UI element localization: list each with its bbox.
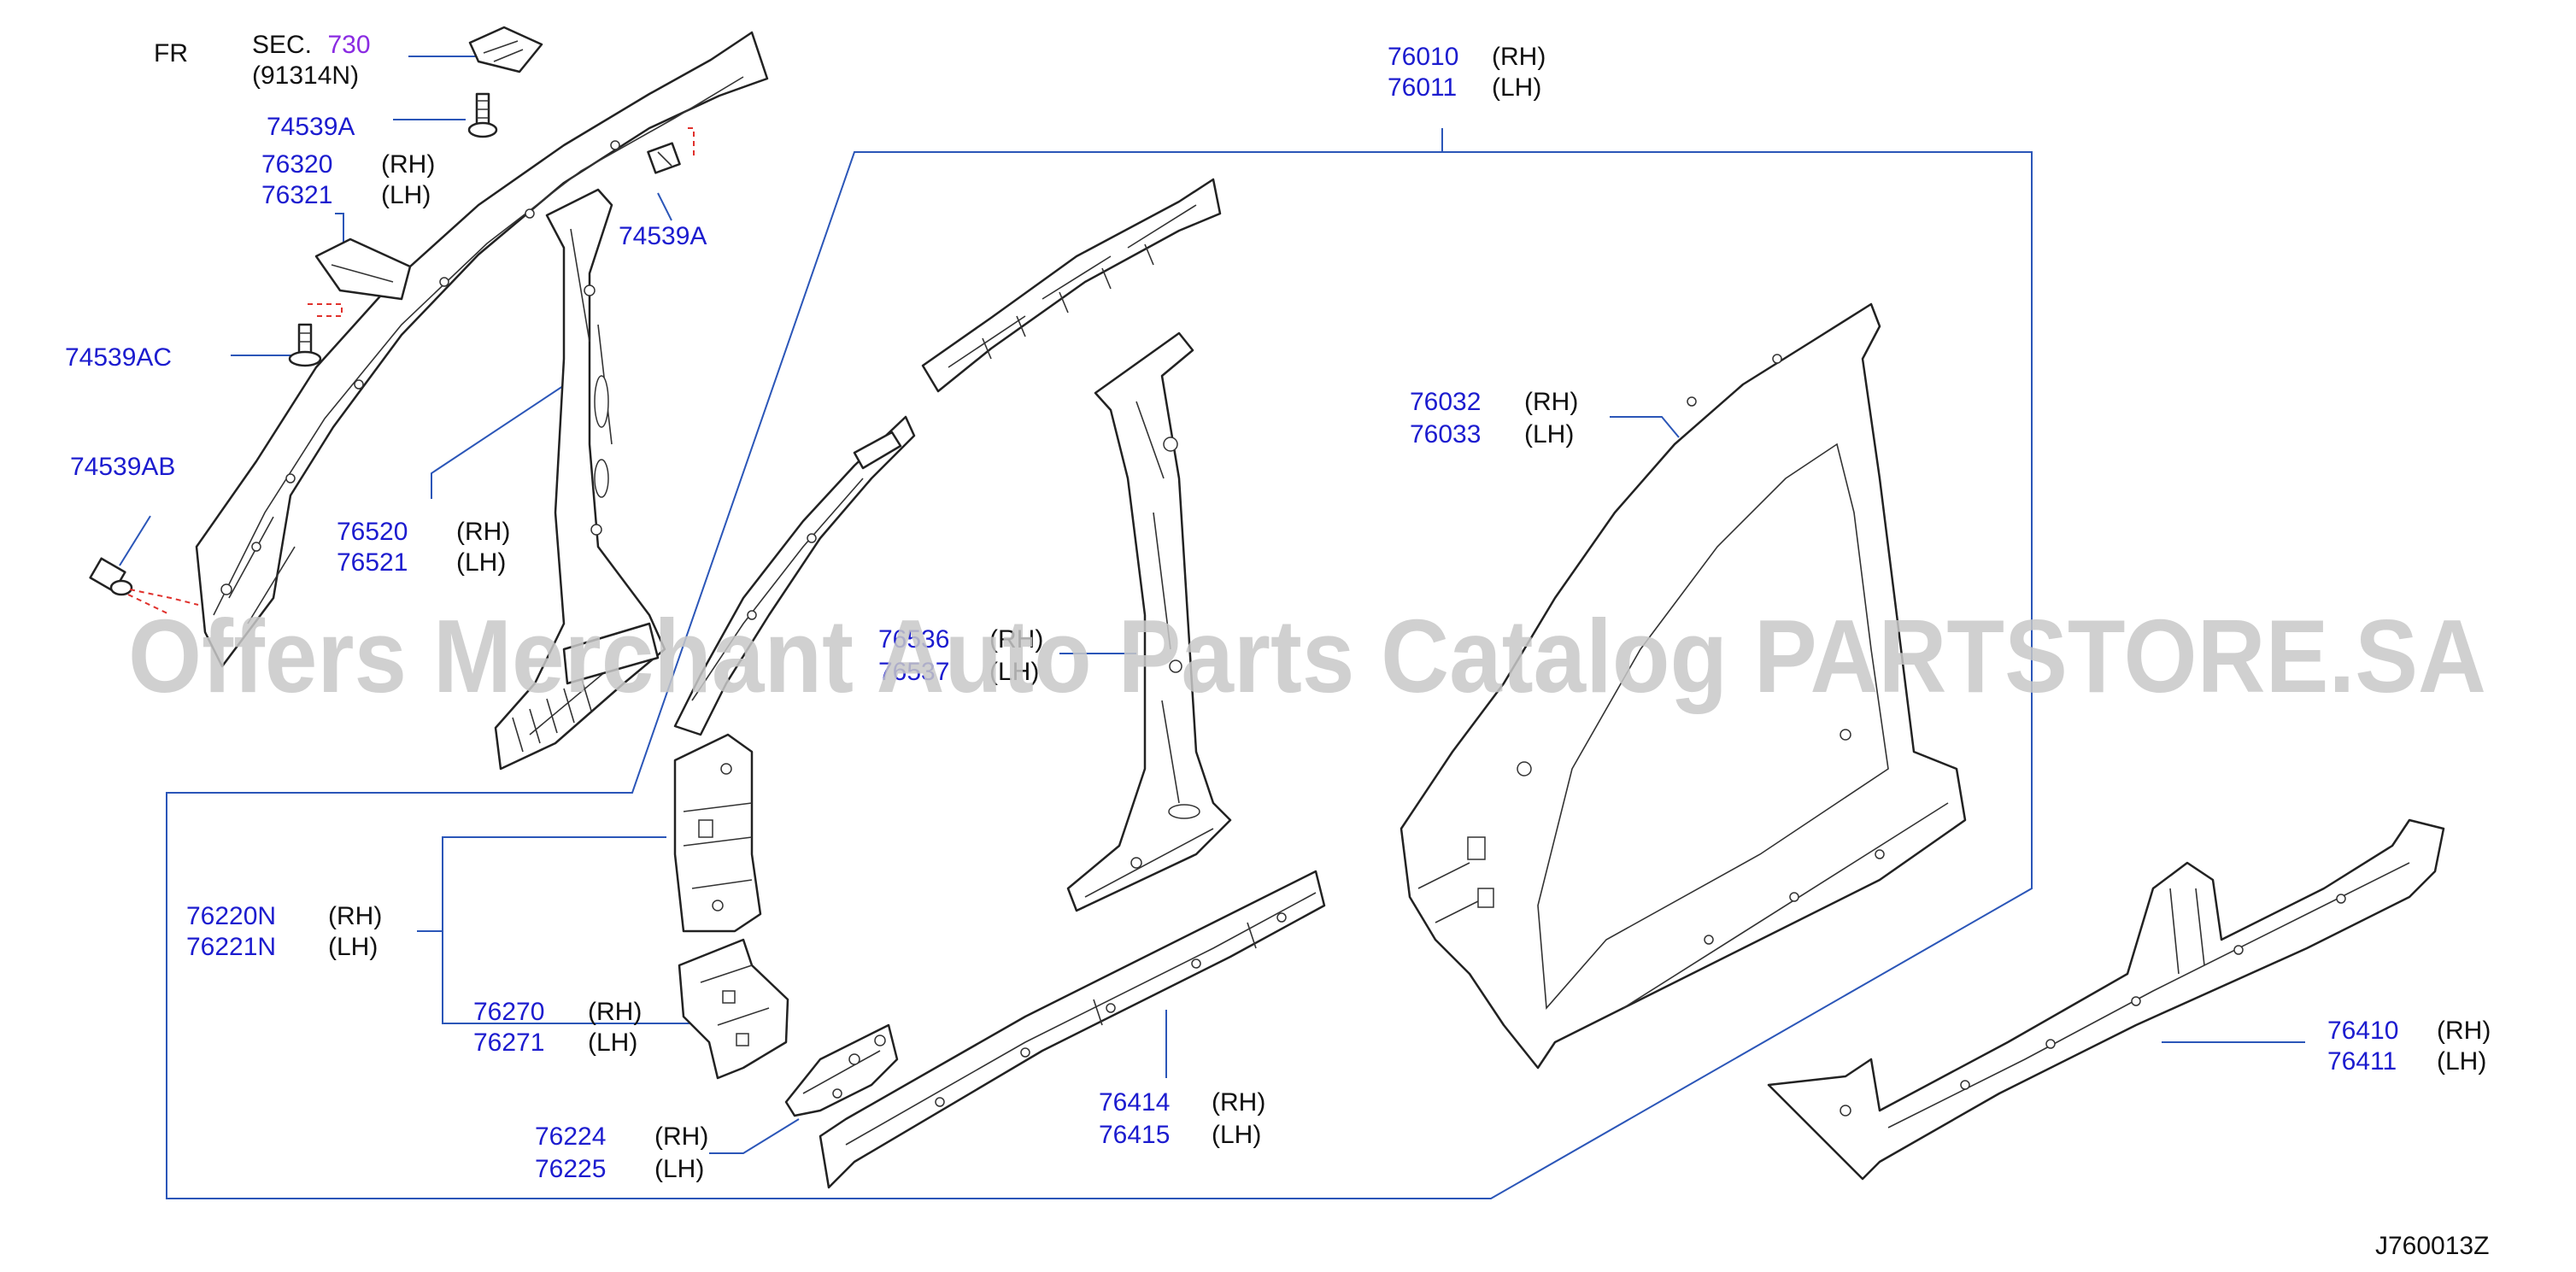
- part-76224[interactable]: 76224: [535, 1123, 606, 1151]
- assembly-frame-76010: [166, 151, 2033, 1199]
- leader-74539AB: [119, 515, 151, 566]
- bracket-91314N: [468, 26, 543, 73]
- orientation-label: FR: [154, 39, 188, 67]
- tag-76270-rh: (RH): [588, 998, 642, 1026]
- tag-76320-rh: (RH): [381, 150, 435, 179]
- tag-76537-lh: (LH): [989, 658, 1039, 686]
- part-hinge-bracket: [678, 938, 789, 1080]
- section-prefix: SEC.: [252, 31, 312, 59]
- tag-76032-rh: (RH): [1524, 388, 1578, 416]
- tag-76410-rh: (RH): [2437, 1017, 2491, 1045]
- part-front-pillar-upper: [195, 31, 769, 668]
- part-sill-outer: [1767, 818, 2445, 1181]
- part-74539A-top[interactable]: 74539A: [267, 113, 355, 141]
- part-76270[interactable]: 76270: [473, 998, 544, 1026]
- part-76520[interactable]: 76520: [337, 518, 408, 546]
- part-76225[interactable]: 76225: [535, 1155, 606, 1183]
- part-center-pillar-inner: [1066, 331, 1232, 912]
- leader-76224: [709, 1118, 800, 1154]
- section-reference[interactable]: SEC. 730: [252, 31, 371, 59]
- part-76320[interactable]: 76320: [261, 150, 332, 179]
- part-76271[interactable]: 76271: [473, 1029, 544, 1057]
- leader-76270: [442, 931, 711, 1024]
- part-74539AB[interactable]: 74539AB: [70, 453, 175, 481]
- part-76414[interactable]: 76414: [1099, 1088, 1170, 1117]
- tag-76415-lh: (LH): [1212, 1121, 1261, 1149]
- bolt-74539A-mid: [647, 142, 681, 174]
- tag-76224-rh: (RH): [654, 1123, 708, 1151]
- bolt-74539AB: [89, 557, 133, 596]
- part-76537[interactable]: 76537: [878, 658, 949, 686]
- part-roof-rail-front: [673, 415, 916, 736]
- leader-lines: [119, 56, 2305, 1199]
- tag-76521-lh: (LH): [456, 548, 506, 577]
- figure-code: J760013Z: [2375, 1232, 2489, 1260]
- part-76536[interactable]: 76536: [878, 625, 949, 654]
- tag-76033-lh: (LH): [1524, 420, 1574, 448]
- part-center-pillar-reinforcement: [494, 188, 666, 771]
- part-76415[interactable]: 76415: [1099, 1121, 1170, 1149]
- part-74539AC[interactable]: 74539AC: [65, 343, 172, 372]
- tag-76225-lh: (LH): [654, 1155, 704, 1183]
- part-illustrations: [89, 26, 2445, 1189]
- bolt-74539AC: [288, 323, 322, 367]
- tag-76414-rh: (RH): [1212, 1088, 1265, 1117]
- tag-76411-lh: (LH): [2437, 1047, 2486, 1076]
- part-gusset-plate: [784, 1023, 899, 1117]
- part-76011[interactable]: 76011: [1388, 73, 1457, 102]
- section-sub: (91314N): [252, 62, 359, 90]
- part-body-side-outer: [1399, 302, 1967, 1070]
- leader-76520: [431, 373, 582, 499]
- leader-74539A-mid: [657, 192, 672, 221]
- tag-76536-rh: (RH): [989, 625, 1043, 654]
- part-76032[interactable]: 76032: [1410, 388, 1481, 416]
- part-74539A-mid[interactable]: 74539A: [619, 222, 707, 250]
- tag-76011-lh: (LH): [1492, 73, 1541, 102]
- part-76410[interactable]: 76410: [2327, 1017, 2398, 1045]
- tag-76271-lh: (LH): [588, 1029, 637, 1057]
- part-76010[interactable]: 76010: [1388, 43, 1458, 71]
- part-76033[interactable]: 76033: [1410, 420, 1481, 448]
- tag-76321-lh: (LH): [381, 181, 431, 209]
- watermark-text: Offers Merchant Auto Parts Catalog PARTS…: [128, 598, 2486, 714]
- part-sill-inner: [819, 870, 1326, 1189]
- labels: FR SEC. 730 (91314N) 74539A 76320 (RH) 7…: [65, 31, 2491, 1260]
- tag-76010-rh: (RH): [1492, 43, 1546, 71]
- part-76321[interactable]: 76321: [261, 181, 332, 209]
- section-number[interactable]: 730: [327, 31, 370, 59]
- assembly-dash-lines: [127, 127, 695, 614]
- bolt-74539A-top: [467, 92, 498, 138]
- part-76220N[interactable]: 76220N: [186, 902, 276, 930]
- tag-76520-rh: (RH): [456, 518, 510, 546]
- tag-76220N-rh: (RH): [328, 902, 382, 930]
- part-front-pillar-lower: [673, 733, 762, 933]
- tag-76221N-lh: (LH): [328, 933, 378, 961]
- leader-76320: [335, 213, 344, 249]
- leader-76032: [1610, 416, 1680, 438]
- part-76411[interactable]: 76411: [2327, 1047, 2397, 1076]
- part-roof-rail-rear: [921, 178, 1222, 393]
- leader-76220: [442, 836, 666, 931]
- part-76521[interactable]: 76521: [337, 548, 408, 577]
- part-76221N[interactable]: 76221N: [186, 933, 276, 961]
